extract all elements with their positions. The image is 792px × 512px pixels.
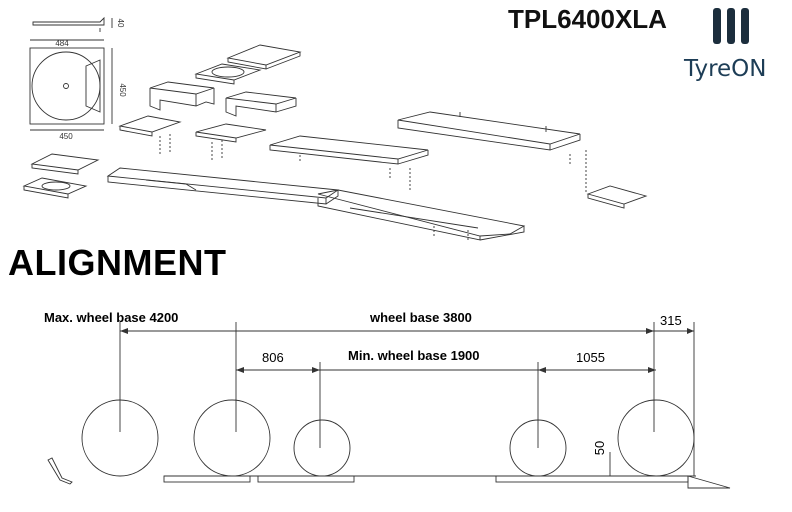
riser-bracket-left — [118, 81, 215, 156]
rear-ramp-profile — [687, 475, 731, 489]
slip-plate — [495, 475, 689, 483]
wheel-min-front — [293, 419, 351, 477]
riser-bracket-right — [195, 91, 297, 160]
ramp-height-label: 50 — [592, 441, 607, 455]
turntable-top-view — [29, 39, 113, 131]
brand-logo-icon — [713, 8, 749, 44]
brand-name: TyreON — [684, 56, 767, 82]
wheel-wheelbase — [193, 399, 271, 477]
turntable-platform-upper — [226, 44, 302, 70]
section-title: ALIGNMENT — [8, 242, 227, 283]
wheel-max — [81, 399, 159, 477]
main-runway — [106, 167, 526, 241]
offset-315-label: 315 — [660, 313, 682, 328]
wheel-base-label: wheel base 3800 — [369, 310, 472, 325]
turntable-side-view — [32, 16, 113, 32]
front-stop — [47, 457, 73, 485]
turntable-thickness: 40 — [116, 19, 125, 28]
max-wheel-base-label: Max. wheel base 4200 — [44, 310, 178, 325]
offset-1055-label: 1055 — [576, 350, 605, 365]
turntable-width-top: 484 — [55, 39, 69, 48]
turntable-width-bottom: 450 — [59, 132, 73, 141]
turntable-platform-mid — [194, 63, 262, 85]
min-wheel-base-label: Min. wheel base 1900 — [348, 348, 480, 363]
wheel-rear — [617, 399, 695, 477]
model-name: TPL6400XLA — [508, 4, 667, 34]
turntable-height: 450 — [118, 83, 127, 97]
offset-806-label: 806 — [262, 350, 284, 365]
rear-ramp — [585, 150, 648, 209]
bridge-beam — [269, 135, 429, 192]
front-plates — [22, 153, 100, 199]
rear-slip-beam — [397, 111, 581, 166]
